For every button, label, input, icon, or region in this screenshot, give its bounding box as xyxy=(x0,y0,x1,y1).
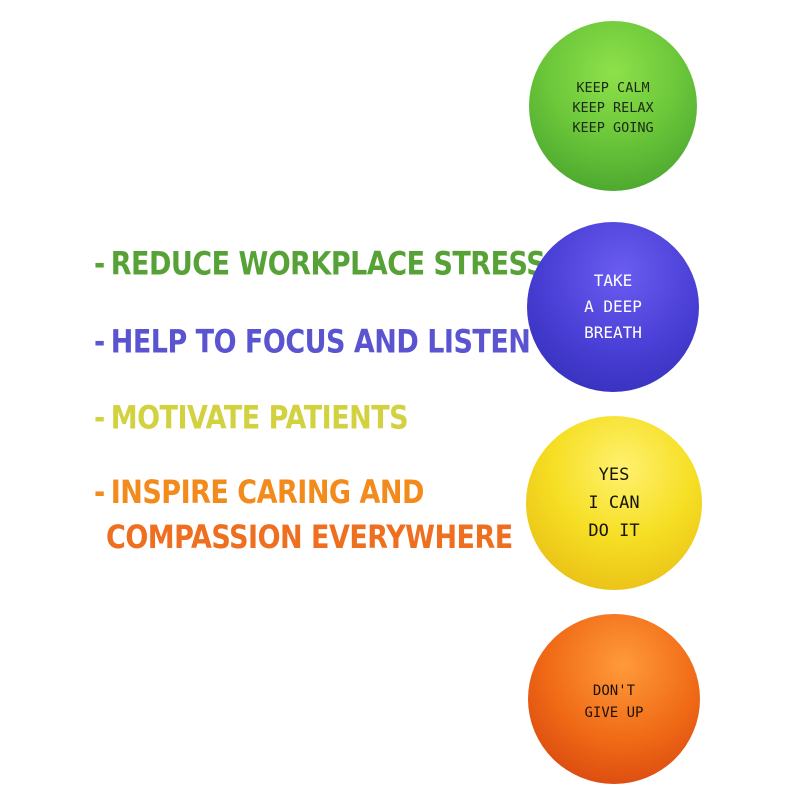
benefit-list: -REDUCE WORKPLACE STRESS -HELP TO FOCUS … xyxy=(94,246,546,561)
stress-ball-yellow: YES I CAN DO IT xyxy=(526,416,702,590)
ball-text-line: KEEP RELAX xyxy=(572,100,654,116)
benefit-text-line1: INSPIRE CARING AND xyxy=(110,474,425,512)
stress-ball-orange: DON'T GIVE UP xyxy=(528,614,700,784)
benefit-dash: - xyxy=(94,400,105,437)
benefit-dash: - xyxy=(94,474,105,512)
stress-ball-green: KEEP CALM KEEP RELAX KEEP GOING xyxy=(529,21,697,191)
ball-text-line: YES xyxy=(598,465,630,485)
benefit-focus-listen: -HELP TO FOCUS AND LISTEN xyxy=(94,321,531,366)
ball-text-line: KEEP CALM xyxy=(576,80,650,96)
benefit-inspire-caring: -INSPIRE CARING AND COMPASSION EVERYWHER… xyxy=(94,471,513,561)
ball-text-line: DON'T xyxy=(592,683,636,699)
benefit-text: REDUCE WORKPLACE STRESS xyxy=(110,246,546,283)
benefit-text-line2: COMPASSION EVERYWHERE xyxy=(106,519,513,557)
ball-text-line: BREATH xyxy=(584,323,642,342)
benefit-text: MOTIVATE PATIENTS xyxy=(110,400,409,437)
ball-text-line: DO IT xyxy=(588,521,640,541)
ball-text-line: A DEEP xyxy=(584,297,642,316)
benefit-dash: - xyxy=(94,324,105,361)
ball-text-line: GIVE UP xyxy=(584,705,644,721)
ball-text-line: KEEP GOING xyxy=(572,120,654,136)
stress-ball-blue: TAKE A DEEP BREATH xyxy=(527,222,699,392)
benefit-text: HELP TO FOCUS AND LISTEN xyxy=(110,324,531,361)
benefit-reduce-stress: -REDUCE WORKPLACE STRESS xyxy=(94,243,546,288)
benefit-motivate-patients: -MOTIVATE PATIENTS xyxy=(94,397,409,442)
ball-text-line: TAKE xyxy=(593,271,633,290)
ball-text-line: I CAN xyxy=(588,493,640,513)
benefit-dash: - xyxy=(94,246,105,283)
